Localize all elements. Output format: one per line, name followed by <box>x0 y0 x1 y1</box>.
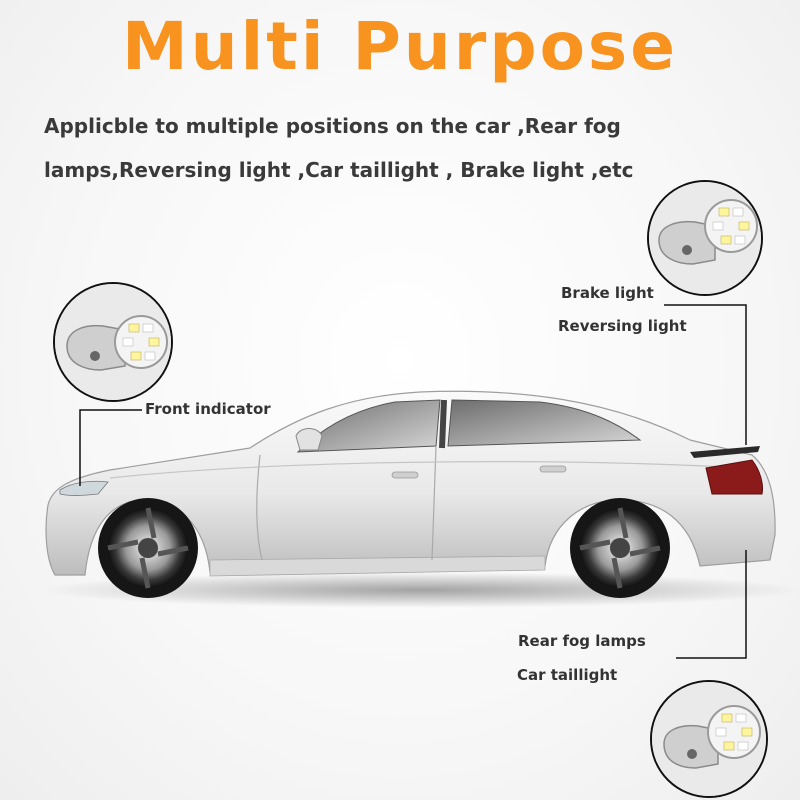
page-title: Multi Purpose <box>122 8 678 85</box>
car-spoiler <box>690 446 760 458</box>
door-handle-rear <box>539 465 567 473</box>
car-headlight <box>59 480 109 496</box>
car-door-line <box>256 454 263 561</box>
bulb-image-front <box>53 282 173 402</box>
car-rocker <box>209 555 546 577</box>
car-taillight <box>705 459 763 495</box>
car-mirror <box>295 428 323 451</box>
car-window-rear <box>447 399 642 447</box>
subtitle: Applicble to multiple positions on the c… <box>44 114 634 182</box>
front-wheel <box>98 498 198 598</box>
callout-line-rear-top <box>664 304 747 445</box>
bulb-icon <box>55 284 171 400</box>
callout-line-front <box>79 409 142 486</box>
rear-wheel <box>570 498 670 598</box>
car-shoulder-line <box>109 461 746 479</box>
bulb-icon <box>652 682 766 796</box>
bulb-image-rear-top <box>647 180 763 296</box>
car-pillar <box>439 399 447 449</box>
bulb-icon <box>649 182 761 294</box>
door-handle-front <box>391 471 419 479</box>
callout-line-rear-bottom <box>676 550 747 659</box>
bulb-image-rear-bottom <box>650 680 768 798</box>
label-reversing-light: Reversing light <box>558 317 687 335</box>
label-car-taillight: Car taillight <box>517 666 618 684</box>
label-brake-light: Brake light <box>561 284 654 302</box>
label-rear-fog-lamps: Rear fog lamps <box>518 632 646 650</box>
car-door-line-2 <box>431 445 437 561</box>
label-front-indicator: Front indicator <box>145 400 271 418</box>
